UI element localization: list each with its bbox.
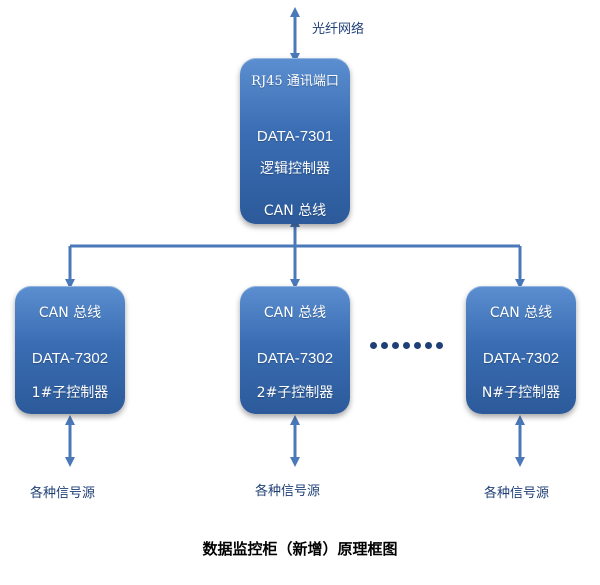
- ellipsis-dot: [425, 342, 432, 349]
- sub-controller-box-n: CAN 总线 DATA-7302 N#子控制器: [466, 286, 576, 414]
- fiber-network-label: 光纤网络: [312, 22, 365, 37]
- sub-controller-model: DATA-7302: [482, 350, 560, 367]
- main-controller-bus: CAN 总线: [263, 203, 327, 219]
- ellipsis-dot: [403, 342, 410, 349]
- sub-controller-bus: CAN 总线: [38, 305, 102, 321]
- ellipsis-dot: [370, 342, 377, 349]
- ellipsis-dot: [414, 342, 421, 349]
- sub-controller-name: N#子控制器: [481, 385, 561, 401]
- ellipsis-dot: [436, 342, 443, 349]
- sub-controller-bus: CAN 总线: [489, 305, 553, 321]
- sub-controller-box-1: CAN 总线 DATA-7302 1#子控制器: [15, 286, 125, 414]
- main-controller-box: RJ45 通讯端口 DATA-7301 逻辑控制器 CAN 总线: [240, 58, 350, 224]
- ellipsis-dot: [392, 342, 399, 349]
- sub-controller-box-2: CAN 总线 DATA-7302 2#子控制器: [240, 286, 350, 414]
- signal-source-label-2: 各种信号源: [255, 484, 321, 499]
- sub-controller-name: 1#子控制器: [31, 385, 109, 401]
- sub-controller-name: 2#子控制器: [256, 385, 334, 401]
- ellipsis-dots: [370, 342, 443, 349]
- sub-controller-bus: CAN 总线: [263, 305, 327, 321]
- ellipsis-dot: [381, 342, 388, 349]
- signal-source-label-1: 各种信号源: [30, 486, 96, 501]
- rj45-port-label: RJ45 通讯端口: [251, 74, 339, 89]
- diagram-caption: 数据监控柜（新增）原理框图: [202, 540, 398, 558]
- sub-controller-model: DATA-7302: [256, 350, 334, 367]
- main-controller-model: DATA-7301: [256, 128, 334, 145]
- signal-source-label-3: 各种信号源: [484, 486, 550, 501]
- sub-controller-model: DATA-7302: [31, 350, 109, 367]
- main-controller-name: 逻辑控制器: [260, 161, 330, 177]
